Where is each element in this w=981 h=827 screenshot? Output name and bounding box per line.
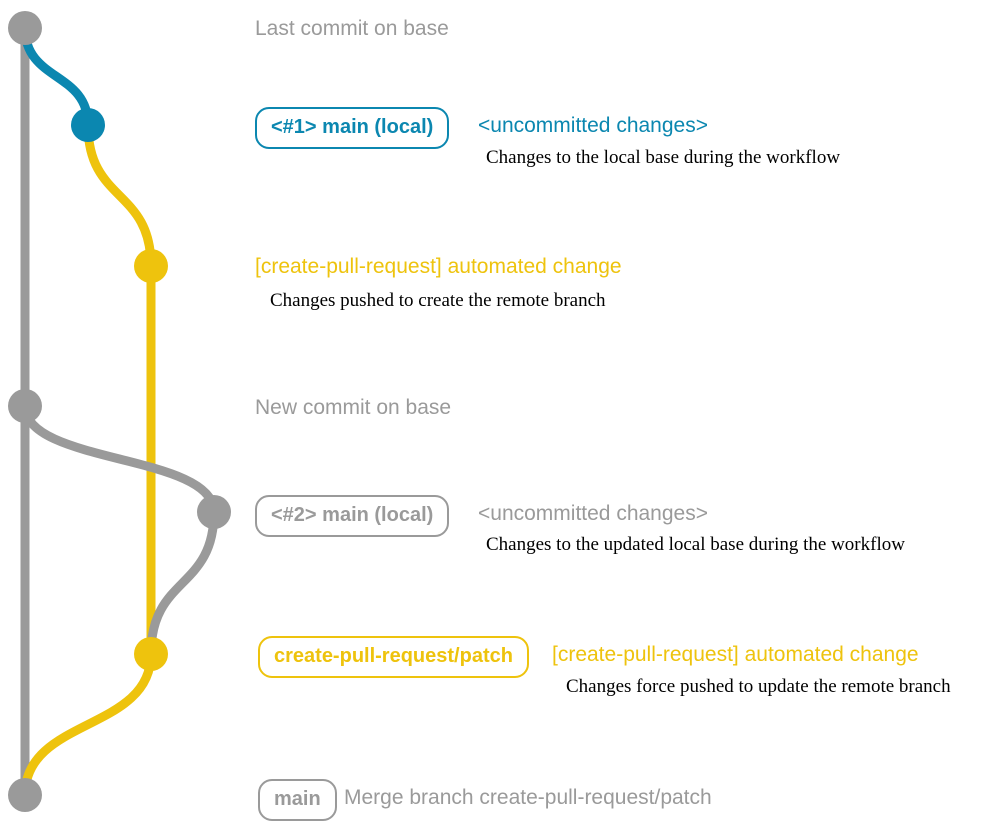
graph-edges [20,23,219,800]
commit-node-local-2[interactable] [197,495,231,529]
branch-pill-main-local-2[interactable]: <#2> main (local) [255,495,450,537]
headline-new-commit-on-base: New commit on base [255,396,452,419]
headline-automated-change-1: [create-pull-request] automated change [255,255,622,278]
subtext-force-pushed-update-branch: Changes force pushed to update the remot… [566,676,951,697]
edge-remote-2-to-base-merge [20,649,156,800]
headline-last-commit-on-base: Last commit on base [255,17,449,40]
graph-nodes [8,11,231,812]
branch-pill-create-pull-request-patch[interactable]: create-pull-request/patch [258,636,529,678]
headline-uncommitted-changes-2: <uncommitted changes> [478,502,708,525]
commit-node-remote-1[interactable] [134,249,168,283]
edge-base-new-to-local-2 [20,401,219,517]
headline-merge-branch: Merge branch create-pull-request/patch [344,786,712,809]
commit-node-base-new[interactable] [8,389,42,423]
headline-uncommitted-changes-1: <uncommitted changes> [478,114,708,137]
edge-local-1-to-remote-1 [83,120,156,271]
branch-pill-main[interactable]: main [258,779,337,821]
commit-node-base-last[interactable] [8,11,42,45]
edge-local-2-to-remote-2 [146,507,219,659]
subtext-pushed-create-branch: Changes pushed to create the remote bran… [270,290,606,311]
subtext-local-changes-1: Changes to the local base during the wor… [486,147,841,168]
commit-node-base-merge[interactable] [8,778,42,812]
subtext-local-changes-2: Changes to the updated local base during… [486,534,905,555]
commit-node-local-1[interactable] [71,108,105,142]
branch-pill-main-local-1[interactable]: <#1> main (local) [255,107,450,149]
headline-automated-change-2: [create-pull-request] automated change [552,643,919,666]
commit-node-remote-2[interactable] [134,637,168,671]
